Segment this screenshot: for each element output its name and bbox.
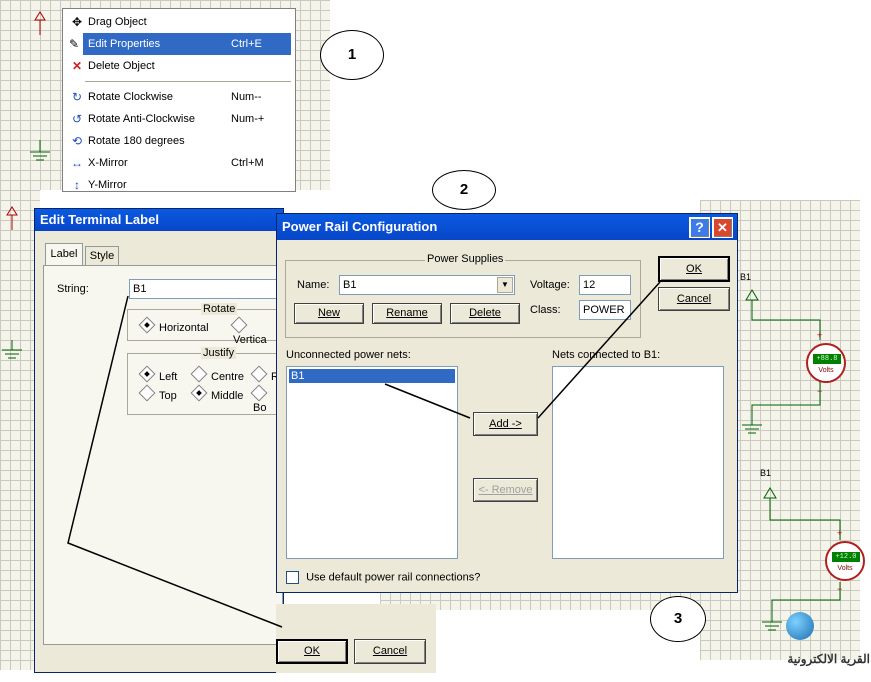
rotate-180-icon: ⟲: [71, 134, 83, 148]
x-mirror-icon: ↔: [71, 156, 83, 170]
dialog-title: Edit Terminal Label: [35, 209, 283, 231]
rotate-label: Rotate: [201, 303, 238, 315]
list-item[interactable]: B1: [289, 369, 455, 383]
callout-3: 3: [650, 596, 706, 642]
checkbox-icon: [286, 571, 299, 584]
move-icon: ✥: [71, 15, 83, 29]
connected-label: Nets connected to B1:: [552, 349, 661, 361]
rename-button[interactable]: Rename: [372, 303, 442, 324]
menu-item-x-mirror[interactable]: ↔ X-Mirror Ctrl+M: [63, 152, 293, 174]
unconnected-list[interactable]: B1: [286, 366, 458, 559]
power-cancel-button[interactable]: Cancel: [658, 287, 730, 311]
unconnected-label: Unconnected power nets:: [286, 349, 411, 361]
voltmeter-top[interactable]: +88.8 Volts: [806, 343, 846, 383]
y-mirror-icon: ↕: [74, 178, 80, 192]
voltage-input[interactable]: 12: [579, 275, 631, 295]
name-label: Name:: [297, 279, 330, 291]
schematic-label-bottom: B1: [760, 468, 771, 478]
default-connections-checkbox[interactable]: Use default power rail connections?: [286, 571, 480, 584]
class-input[interactable]: POWER: [579, 300, 631, 320]
delete-button[interactable]: Delete: [450, 303, 520, 324]
add-button[interactable]: Add ->: [473, 412, 538, 436]
voltmeter-display: +88.8: [813, 354, 841, 364]
delete-icon: ✕: [71, 59, 83, 73]
name-select[interactable]: B1 ▼: [339, 275, 515, 295]
minus-sign-top: −: [817, 386, 822, 396]
tab-style[interactable]: Style: [85, 246, 119, 265]
schematic-grid-left: [0, 190, 40, 670]
justify-label: Justify: [201, 347, 237, 359]
menu-separator: [85, 81, 291, 82]
voltmeter-bottom[interactable]: +12.0 Volts: [825, 541, 865, 581]
radio-vertical[interactable]: Vertica: [230, 316, 283, 346]
radio-horizontal[interactable]: Horizontal: [138, 316, 209, 334]
watermark-text: القرية الالكترونية: [787, 652, 870, 666]
schematic-label-top: B1: [740, 272, 751, 282]
voltmeter-display: +12.0: [832, 552, 860, 562]
voltage-label: Voltage:: [530, 279, 570, 291]
power-rail-dialog: Power Rail Configuration ? ✕ Power Suppl…: [276, 213, 738, 593]
power-supplies-label: Power Supplies: [425, 253, 506, 265]
plus-sign-bottom: +: [837, 528, 842, 538]
connected-list[interactable]: [552, 366, 724, 559]
string-input[interactable]: B1: [129, 279, 279, 299]
help-button[interactable]: ?: [689, 217, 710, 238]
rotate-cw-icon: ↻: [71, 90, 83, 104]
menu-item-drag-object[interactable]: ✥ Drag Object: [63, 11, 293, 33]
menu-item-y-mirror[interactable]: ↕ Y-Mirror: [63, 174, 293, 196]
plus-sign-top: +: [817, 330, 822, 340]
radio-top[interactable]: Top: [138, 384, 177, 402]
new-button[interactable]: New: [294, 303, 364, 324]
edit-icon: ✎: [69, 37, 80, 51]
menu-item-edit-properties[interactable]: Edit Properties Ctrl+E: [83, 33, 291, 55]
power-ok-button[interactable]: OK: [658, 256, 730, 282]
radio-left[interactable]: Left: [138, 365, 177, 383]
menu-item-rotate-anticlockwise[interactable]: ↺ Rotate Anti-Clockwise Num-+: [63, 108, 293, 130]
chevron-down-icon[interactable]: ▼: [497, 277, 513, 293]
dialog-title: Power Rail Configuration: [277, 214, 737, 240]
radio-centre[interactable]: Centre: [190, 365, 244, 383]
minus-sign-bottom: −: [837, 584, 842, 594]
callout-2: 2: [432, 170, 496, 210]
edit-terminal-label-dialog: Edit Terminal Label Label Style String: …: [34, 208, 284, 673]
tab-label[interactable]: Label: [45, 243, 83, 265]
terminal-ok-button[interactable]: OK: [276, 639, 348, 664]
callout-1: 1: [320, 30, 384, 80]
schematic-grid-bottom: [380, 590, 710, 610]
string-label: String:: [57, 283, 89, 295]
context-menu: ✥ Drag Object Edit Properties Ctrl+E ✎ ✕…: [62, 8, 296, 192]
radio-bottom[interactable]: Bo: [250, 384, 283, 414]
rotate-ccw-icon: ↺: [71, 112, 83, 126]
terminal-cancel-button[interactable]: Cancel: [354, 639, 426, 664]
menu-item-rotate-clockwise[interactable]: ↻ Rotate Clockwise Num--: [63, 86, 293, 108]
menu-item-rotate-180[interactable]: ⟲ Rotate 180 degrees: [63, 130, 293, 152]
class-label: Class:: [530, 304, 561, 316]
voltmeter-unit: Volts: [837, 565, 853, 572]
menu-item-delete-object[interactable]: ✕ Delete Object: [63, 55, 293, 77]
radio-middle[interactable]: Middle: [190, 384, 243, 402]
close-button[interactable]: ✕: [712, 217, 733, 238]
voltmeter-unit: Volts: [818, 367, 834, 374]
remove-button[interactable]: <- Remove: [473, 478, 538, 502]
globe-logo-icon: [786, 612, 814, 640]
